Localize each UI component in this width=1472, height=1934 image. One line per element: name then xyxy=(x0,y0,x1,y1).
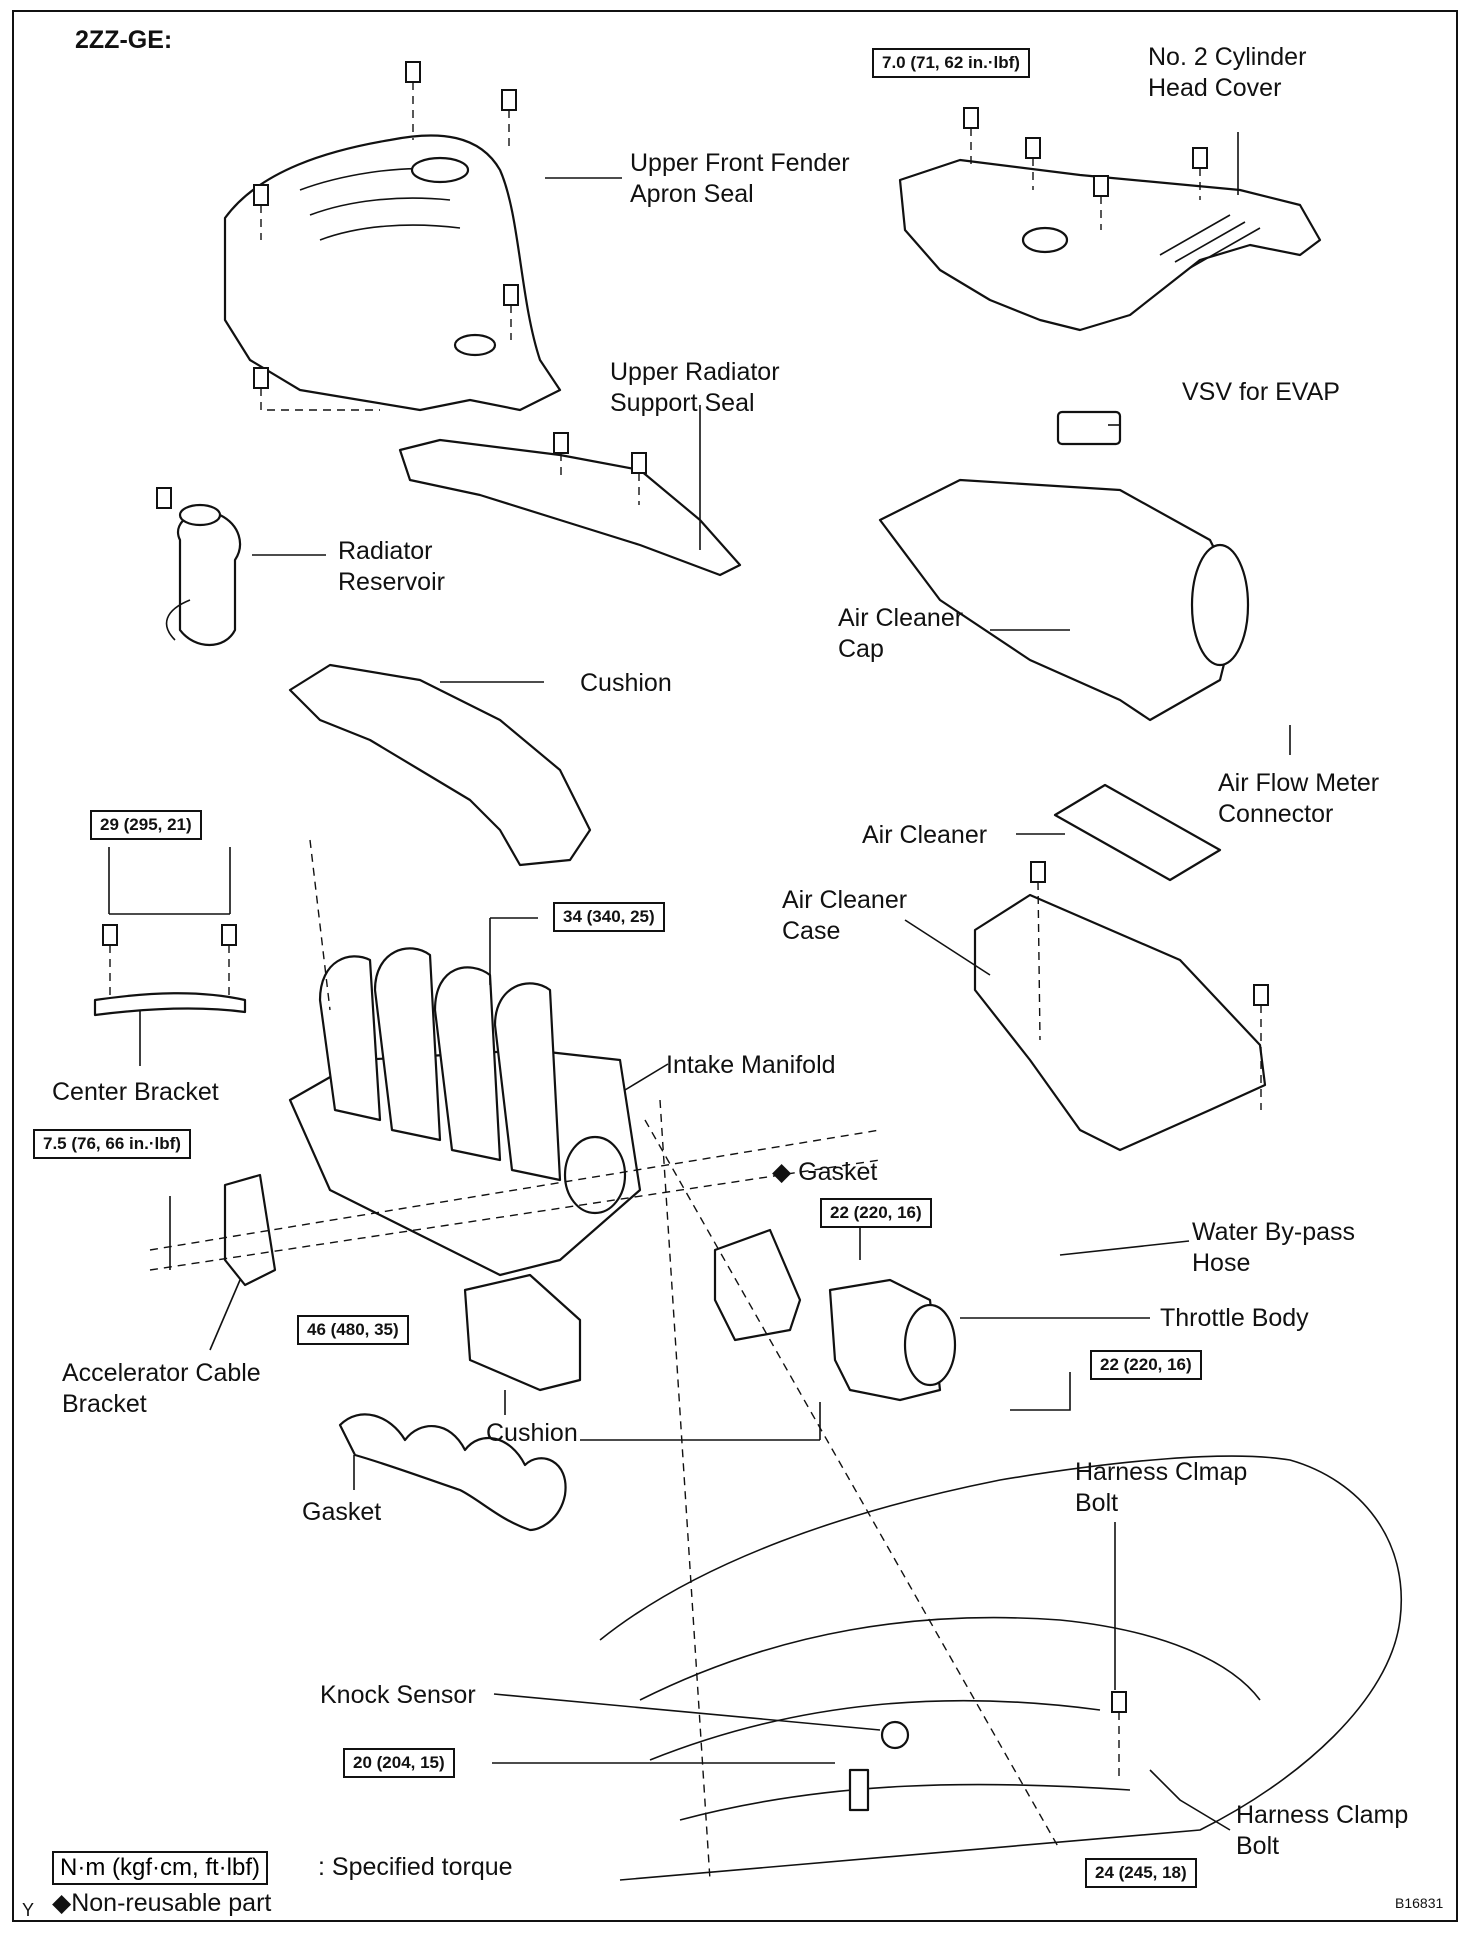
label-gasket-manifold: Gasket xyxy=(302,1498,382,1526)
bolts xyxy=(102,61,1269,1713)
cushion-upper-drawing xyxy=(288,663,592,867)
label-air-flow-meter-connector: Air Flow Meter Connector xyxy=(1218,769,1380,828)
label-air-cleaner: Air Cleaner xyxy=(862,821,988,849)
air-cleaner-cap-drawing xyxy=(878,478,1250,722)
engine-bay-drawing xyxy=(599,1455,1402,1881)
label-throttle-body: Throttle Body xyxy=(1160,1304,1309,1332)
throttle-gasket-drawing xyxy=(713,1228,802,1342)
torque-accelerator-bracket: 7.5 (76, 66 in.·lbf) xyxy=(33,1129,191,1159)
intake-manifold-drawing xyxy=(288,947,642,1277)
label-accelerator-cable-bracket: Accelerator Cable Bracket xyxy=(62,1359,261,1418)
vsv-for-evap-drawing xyxy=(1056,410,1122,446)
upper-front-fender-apron-seal-drawing xyxy=(223,134,562,412)
torque-manifold-upper: 34 (340, 25) xyxy=(553,902,665,932)
torque-manifold-lower: 46 (480, 35) xyxy=(297,1315,409,1345)
legend-torque-unit: N·m (kgf·cm, ft·lbf) xyxy=(52,1851,268,1885)
label-cushion-upper: Cushion xyxy=(580,669,672,697)
torque-throttle-lower: 22 (220, 16) xyxy=(1090,1350,1202,1380)
label-harness-clamp-bolt-lower: Harness Clamp Bolt xyxy=(1236,1801,1409,1860)
label-air-cleaner-case: Air Cleaner Case xyxy=(782,886,908,945)
corner-mark: Y xyxy=(22,1900,35,1920)
torque-harness-clamp: 24 (245, 18) xyxy=(1085,1858,1197,1888)
torque-knock-sensor: 20 (204, 15) xyxy=(343,1748,455,1778)
label-water-bypass-hose: Water By-pass Hose xyxy=(1192,1218,1356,1277)
label-intake-manifold: Intake Manifold xyxy=(666,1051,836,1079)
label-vsv-for-evap: VSV for EVAP xyxy=(1182,378,1340,406)
label-center-bracket: Center Bracket xyxy=(52,1078,219,1106)
figure-id: B16831 xyxy=(1395,1895,1444,1911)
knock-sensor-drawing xyxy=(848,1720,910,1812)
label-no2-cylinder-head-cover: No. 2 Cylinder Head Cover xyxy=(1148,43,1307,102)
label-cushion-lower: Cushion xyxy=(486,1419,578,1447)
throttle-body-drawing xyxy=(828,1278,957,1402)
center-bracket-drawing xyxy=(93,992,247,1017)
manifold-gasket-drawing xyxy=(338,1413,567,1532)
air-cleaner-element-drawing xyxy=(1053,783,1222,882)
label-gasket-throttle: ◆ Gasket xyxy=(772,1158,878,1186)
label-upper-radiator-support-seal: Upper Radiator Support Seal xyxy=(610,358,780,417)
engine-code-title: 2ZZ-GE: xyxy=(75,26,173,54)
legend-non-reusable: ◆Non-reusable part xyxy=(52,1889,272,1917)
torque-throttle-upper: 22 (220, 16) xyxy=(820,1198,932,1228)
label-harness-clamp-bolt-upper: Harness Clmap Bolt xyxy=(1075,1458,1248,1517)
cushion-lower-drawing xyxy=(463,1273,582,1392)
upper-radiator-support-seal-drawing xyxy=(398,438,742,577)
label-radiator-reservoir: Radiator Reservoir xyxy=(338,537,445,596)
no2-cylinder-head-cover-drawing xyxy=(898,158,1322,332)
diagram-frame xyxy=(12,10,1458,1922)
air-cleaner-case-drawing xyxy=(973,893,1267,1152)
label-upper-front-fender-apron-seal: Upper Front Fender Apron Seal xyxy=(630,149,850,208)
label-air-cleaner-cap: Air Cleaner Cap xyxy=(838,604,964,663)
torque-center-bracket: 29 (295, 21) xyxy=(90,810,202,840)
radiator-reservoir-drawing xyxy=(165,503,242,646)
torque-head-cover: 7.0 (71, 62 in.·lbf) xyxy=(872,48,1030,78)
legend-torque-desc: : Specified torque xyxy=(318,1853,513,1881)
label-knock-sensor: Knock Sensor xyxy=(320,1681,476,1709)
assembly-lines xyxy=(109,82,1262,1881)
leader-lines xyxy=(108,132,1291,1831)
